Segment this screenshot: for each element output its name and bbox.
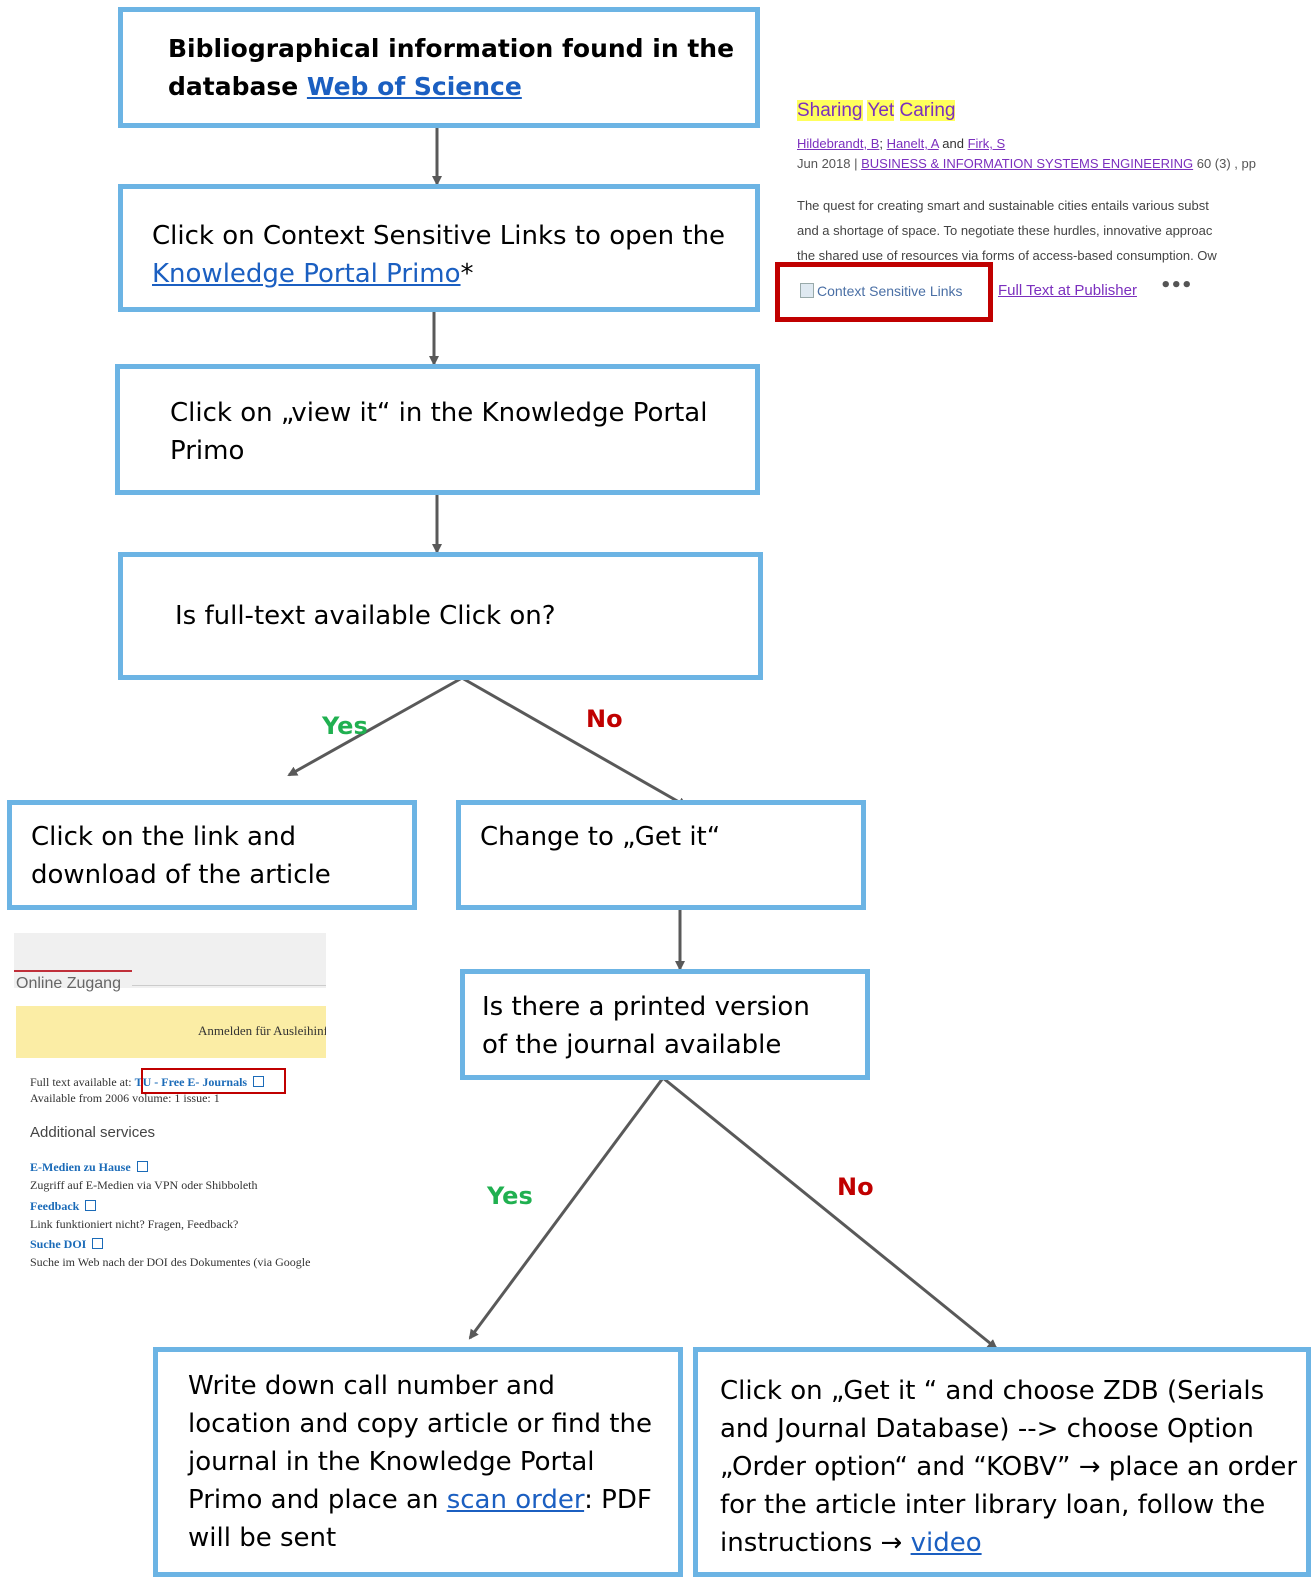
author-link[interactable]: Hildebrandt, B (797, 136, 880, 151)
context-links-label: Context Sensitive Links (817, 283, 963, 299)
title-word: Sharing (797, 100, 863, 121)
primo-section-title: Online Zugang (16, 975, 121, 992)
title-word: Caring (899, 100, 956, 121)
more-options-icon[interactable]: ••• (1160, 275, 1193, 296)
web-of-science-link[interactable]: Web of Science (306, 72, 522, 101)
primo-login-banner[interactable]: Anmelden für Ausleihinfo (16, 1006, 326, 1058)
volume-info: 60 (3) , pp (1193, 156, 1256, 171)
asterisk: * (460, 259, 474, 289)
service-name: Suche DOI (30, 1237, 87, 1251)
decision-text-fulltext: Is full-text available Click on? (175, 601, 556, 631)
fulltext-row: Full text available at: TU - Free E- Jou… (30, 1075, 265, 1090)
step-box-web-of-science (118, 7, 760, 128)
abstract-line: The quest for creating smart and sustain… (797, 198, 1209, 213)
fulltext-link[interactable]: TU - Free E- Journals (134, 1075, 265, 1089)
primo-section-divider (132, 985, 326, 986)
arrow-box4-no (461, 676, 688, 808)
step-text-scan-order: Write down call number and location and … (188, 1367, 658, 1557)
step-text-interlibrary-loan: Click on „Get it “ and choose ZDB (Seria… (720, 1372, 1300, 1562)
decision-text-printed: Is there a printed version of the journa… (482, 992, 810, 1060)
step9-label: Click on „Get it “ and choose ZDB (Seria… (720, 1376, 1298, 1558)
step2-label: Click on Context Sensitive Links to open… (152, 221, 726, 251)
journal-link[interactable]: BUSINESS & INFORMATION SYSTEMS ENGINEERI… (861, 156, 1194, 171)
service-desc: Suche im Web nach der DOI des Dokumentes… (30, 1255, 311, 1269)
step-text-get-it: Change to „Get it“ (480, 822, 721, 852)
author-link[interactable]: Firk, S (967, 136, 1006, 151)
decision-box-printed (460, 969, 870, 1080)
step-box-interlibrary-loan (693, 1347, 1311, 1577)
external-link-icon (92, 1238, 104, 1249)
title-word: Yet (867, 100, 895, 121)
primo-screenshot: Online Zugang Anmelden für Ausleihinfo F… (14, 933, 326, 1291)
abstract-line: the shared use of resources via forms of… (797, 248, 1217, 263)
video-link[interactable]: video (910, 1528, 982, 1558)
service-name: E-Medien zu Hause (30, 1160, 131, 1174)
knowledge-portal-primo-link[interactable]: Knowledge Portal Primo (152, 259, 461, 289)
broken-image-icon (800, 283, 814, 298)
step-text-context-links: Click on Context Sensitive Links to open… (152, 217, 742, 293)
step8-suffix: : PDF will be sent (188, 1485, 652, 1553)
abstract-line: and a shortage of space. To negotiate th… (797, 223, 1213, 238)
decision-box-fulltext (118, 552, 763, 680)
branch-no-label-2: No (837, 1173, 874, 1201)
external-link-icon (85, 1200, 97, 1211)
service-link-feedback[interactable]: Feedback (30, 1199, 97, 1214)
branch-yes-label: Yes (322, 712, 368, 740)
step-box-download (7, 800, 417, 910)
pub-date: Jun 2018 | (797, 156, 862, 171)
full-text-publisher-link[interactable]: Full Text at Publisher (998, 282, 1137, 299)
external-link-icon (136, 1161, 148, 1172)
wos-authors: Hildebrandt, B; Hanelt, A and Firk, S (797, 136, 1005, 151)
context-sensitive-links-button[interactable]: Context Sensitive Links (800, 283, 963, 299)
step-box-view-it (115, 364, 760, 495)
additional-services-title: Additional services (30, 1124, 156, 1141)
primo-header (14, 933, 326, 988)
step-text-view-it: Click on „view it“ in the Knowledge Port… (170, 398, 708, 466)
external-link-icon (253, 1076, 265, 1087)
author-separator: ; (879, 136, 887, 151)
step-box-context-links (118, 184, 760, 312)
branch-no-label: No (586, 705, 623, 733)
service-link-doi[interactable]: Suche DOI (30, 1237, 104, 1252)
availability-text: Available from 2006 volume: 1 issue: 1 (30, 1091, 220, 1105)
wos-record-screenshot: Sharing Yet Caring Hildebrandt, B; Hanel… (797, 98, 1311, 318)
step8-label: Write down call number and location and … (188, 1371, 652, 1515)
banner-text: Anmelden für Ausleihinfo (198, 1023, 326, 1038)
step-box-scan-order (153, 1347, 683, 1577)
author-and: and (938, 136, 968, 151)
fulltext-label: Full text available at: (30, 1075, 135, 1089)
service-name: Feedback (30, 1199, 80, 1213)
fulltext-link-label: TU - Free E- Journals (134, 1075, 248, 1089)
wos-record-title[interactable]: Sharing Yet Caring (797, 100, 956, 122)
scan-order-link[interactable]: scan order (446, 1485, 585, 1515)
arrow-box7-yes (468, 1077, 665, 1340)
service-desc: Link funktioniert nicht? Fragen, Feedbac… (30, 1217, 239, 1231)
step-text-download: Click on the link and download of the ar… (31, 822, 331, 890)
wos-source: Jun 2018 | BUSINESS & INFORMATION SYSTEM… (797, 156, 1256, 171)
fulltext-link-highlight (141, 1068, 286, 1094)
step-text-web-of-science: Bibliographical information found in the… (168, 30, 738, 106)
author-link[interactable]: Hanelt, A (886, 136, 939, 151)
arrow-box7-no (662, 1076, 998, 1350)
primo-tab-underline (14, 970, 132, 972)
context-links-highlight (775, 262, 993, 322)
arrow-box4-yes (287, 676, 463, 777)
branch-yes-label-2: Yes (487, 1182, 533, 1210)
step-box-get-it (456, 800, 866, 910)
step1-label: Bibliographical information found in the… (168, 34, 735, 101)
service-desc: Zugriff auf E-Medien via VPN oder Shibbo… (30, 1178, 258, 1192)
wos-abstract: The quest for creating smart and sustain… (797, 193, 1217, 268)
service-link-emedien[interactable]: E-Medien zu Hause (30, 1160, 148, 1175)
